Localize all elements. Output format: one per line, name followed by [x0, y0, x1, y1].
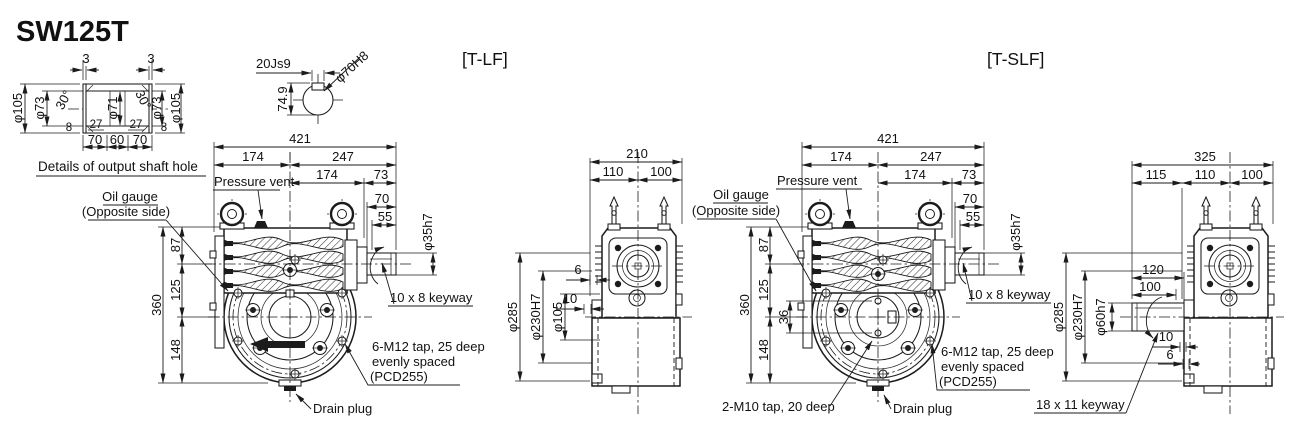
- tslf-dim-360: 360: [737, 294, 752, 316]
- tlf-rotation-arrow-left: [250, 337, 305, 352]
- tslf-side-view: 325 115 110 100 120 100 φ60h7 φ230H7 φ28…: [1034, 149, 1284, 414]
- tslf-tap-label-1: 6-M12 tap, 25 deep: [941, 344, 1054, 359]
- tslf-side-dim-100b: 100: [1139, 279, 1161, 294]
- tlf-side-body: [592, 197, 683, 393]
- tlf-dim-360: 360: [149, 294, 164, 316]
- tslf-keyway-label: 10 x 8 keyway: [968, 287, 1051, 302]
- detail-dim-60: 60: [110, 132, 124, 147]
- tlf-keyway-label: 10 x 8 keyway: [390, 290, 473, 305]
- tlf-dim-125: 125: [168, 279, 183, 301]
- keyway-detail-width: 20Js9: [256, 56, 291, 71]
- tlf-oil-gauge-label-2: (Opposite side): [82, 204, 170, 219]
- tslf-dim-125: 125: [756, 279, 771, 301]
- tlf-side-view: 210 110 100 φ285 φ230H7 φ105 6 10: [505, 146, 692, 414]
- tslf-dim-174b: 174: [904, 167, 926, 182]
- tlf-dim-70: 70: [375, 191, 389, 206]
- tslf-side-dim-230: φ230H7: [1070, 294, 1085, 341]
- tlf-dim-174a: 174: [242, 149, 264, 164]
- variant-label-tlf: [T-LF]: [462, 49, 508, 69]
- tslf-dim-70: 70: [963, 191, 977, 206]
- detail-dim-8-left: 8: [66, 122, 72, 134]
- variant-label-tslf: [T-SLF]: [987, 49, 1044, 69]
- tslf-side-dim-6: 6: [1166, 347, 1173, 362]
- tslf-shaft-rotation-arrow: [1144, 296, 1163, 339]
- tslf-dim-73: 73: [962, 167, 976, 182]
- tslf-tap-label-2: evenly spaced: [941, 359, 1024, 374]
- detail-dim-d105-right: φ105: [168, 93, 183, 123]
- tslf-dim-148: 148: [756, 339, 771, 361]
- tslf-dim-174a: 174: [830, 149, 852, 164]
- detail-dim-8-right: 8: [161, 122, 167, 134]
- tlf-side-dim-6: 6: [574, 262, 581, 277]
- detail-dim-70-right: 70: [133, 132, 147, 147]
- tlf-drain-plug-label: Drain plug: [313, 401, 372, 416]
- tslf-oil-gauge-label-1: Oil gauge: [713, 187, 769, 202]
- tslf-tap-label-3: (PCD255): [939, 374, 997, 389]
- tlf-tap-label-2: evenly spaced: [372, 354, 455, 369]
- tslf-oil-gauge-label-2: (Opposite side): [692, 203, 780, 218]
- tslf-dim-421: 421: [877, 131, 899, 146]
- tslf-drain-plug-label: Drain plug: [893, 401, 952, 416]
- tslf-side-dim-10: 10: [1159, 329, 1173, 344]
- tslf-front-view: 421 174 247 174 73 70 55 φ35h7 360 87 12…: [692, 131, 1054, 416]
- tlf-side-dim-105: φ105: [550, 302, 565, 332]
- tlf-side-dim-110: 110: [603, 164, 624, 179]
- detail-dim-70-left: 70: [88, 132, 102, 147]
- tlf-dim-247: 247: [332, 149, 354, 164]
- tlf-dim-shaft: φ35h7: [420, 213, 435, 250]
- keyway-detail-height: 74.9: [275, 86, 290, 111]
- tlf-dim-421: 421: [289, 131, 311, 146]
- tslf-side-dim-115: 115: [1146, 167, 1167, 182]
- detail-dim-27-right: 27: [130, 119, 143, 131]
- tslf-dim-247: 247: [920, 149, 942, 164]
- detail-dim-d105-left: φ105: [10, 93, 25, 123]
- tlf-side-dim-285: φ285: [505, 302, 520, 332]
- tslf-side-dim-285: φ285: [1051, 302, 1066, 332]
- tlf-dim-87: 87: [168, 238, 183, 252]
- tlf-side-dim-230: φ230H7: [528, 294, 543, 341]
- tslf-side-dim-110: 110: [1195, 167, 1216, 182]
- detail-dim-27-left: 27: [90, 119, 103, 131]
- tslf-dim-shaft: φ35h7: [1008, 213, 1023, 250]
- tlf-dim-174b: 174: [316, 167, 338, 182]
- tslf-side-dim-60: φ60h7: [1093, 298, 1108, 335]
- page-title: SW125T: [16, 16, 129, 48]
- t slf-m10-tap-label: 2-M10 tap, 20 deep: [722, 399, 835, 414]
- detail-dim-d73-left: φ73: [32, 97, 47, 120]
- tlf-dim-73: 73: [374, 167, 388, 182]
- tslf-pressure-vent-label: Pressure vent: [777, 173, 858, 188]
- tlf-side-dim-210: 210: [626, 146, 648, 161]
- keyway-detail-bore: φ70H8: [332, 48, 371, 86]
- tslf-dim-36: 36: [776, 310, 791, 324]
- tslf-side-dim-100: 100: [1241, 167, 1263, 182]
- tlf-tap-label-1: 6-M12 tap, 25 deep: [372, 339, 485, 354]
- tslf-side-dim-325: 325: [1194, 149, 1216, 164]
- tslf-dim-87: 87: [756, 238, 771, 252]
- tlf-side-dim-10: 10: [563, 291, 577, 306]
- output-shaft-hole-detail: 3 3 φ105 φ73 30° φ71 30° φ73 φ105 8 27 2…: [10, 51, 206, 177]
- tslf-side-dim-120: 120: [1142, 262, 1164, 277]
- tlf-pressure-vent-label: Pressure vent: [214, 174, 295, 189]
- tlf-dim-148: 148: [168, 339, 183, 361]
- tslf-dim-55: 55: [966, 209, 980, 224]
- detail-dim-3-right: 3: [147, 51, 154, 66]
- tlf-front-view: 421 174 247 174 73 70 55 φ35h7 360 87 12…: [82, 131, 485, 416]
- tslf-side-keyway-label: 18 x 11 keyway: [1036, 397, 1125, 412]
- tlf-side-dim-100: 100: [650, 164, 672, 179]
- tlf-oil-gauge-label-1: Oil gauge: [102, 189, 158, 204]
- detail-caption: Details of output shaft hole: [38, 159, 198, 174]
- tlf-tap-label-3: (PCD255): [370, 369, 428, 384]
- keyway-detail: 20Js9 φ70H8 74.9: [256, 48, 371, 126]
- tlf-dim-55: 55: [378, 209, 392, 224]
- detail-dim-d71: φ71: [105, 97, 120, 120]
- detail-dim-3-left: 3: [82, 51, 89, 66]
- detail-dim-d73-right: φ73: [149, 97, 164, 120]
